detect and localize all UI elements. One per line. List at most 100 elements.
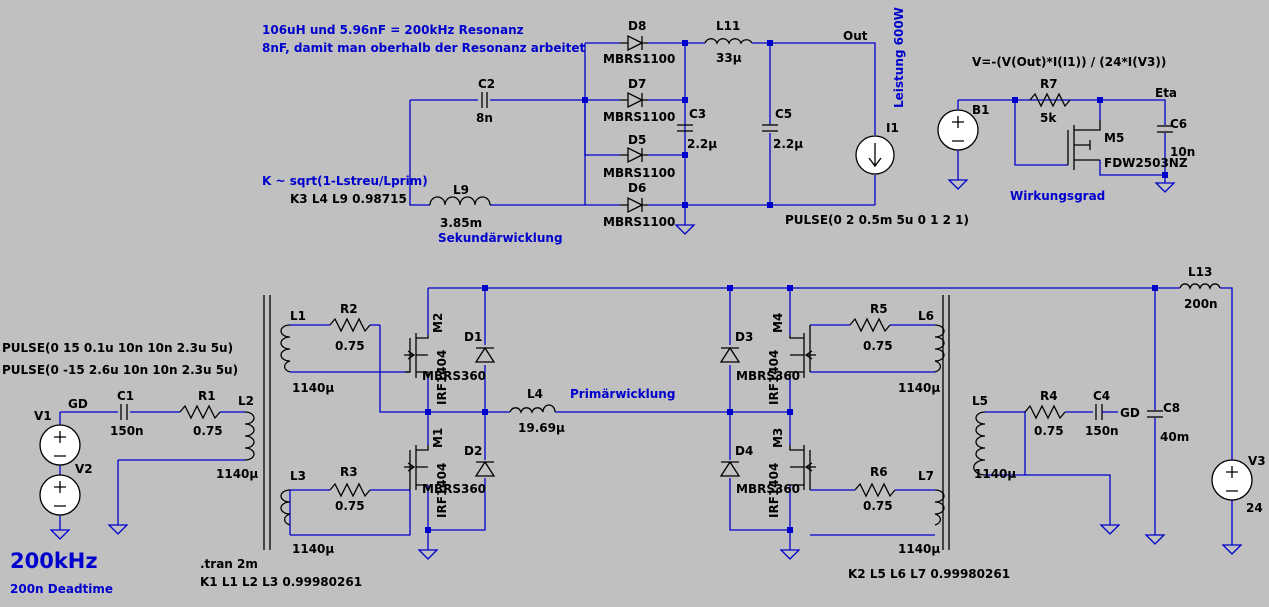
c5-value: 2.2µ: [773, 137, 803, 151]
b1-name: B1: [972, 103, 990, 117]
capacitor-c4-symbol[interactable]: [1095, 404, 1103, 420]
l2-name: L2: [238, 394, 254, 408]
diode-d7-symbol[interactable]: [620, 91, 648, 109]
behavioral-source-b1-symbol[interactable]: [937, 100, 979, 155]
resistor-r5-symbol[interactable]: [849, 317, 891, 333]
v3-value: 24: [1246, 501, 1263, 515]
r6-name: R6: [870, 465, 888, 479]
diode-d8-symbol[interactable]: [620, 34, 648, 52]
m3-value: IRF1404: [767, 463, 781, 518]
capacitor-c1-symbol[interactable]: [120, 404, 128, 420]
c4-name: C4: [1093, 389, 1110, 403]
d4-value: MBRS360: [736, 482, 800, 496]
c2-name: C2: [478, 77, 495, 91]
diode-d4-symbol[interactable]: [719, 460, 741, 477]
mosfet-m3-symbol[interactable]: [789, 445, 816, 490]
ground-symbols: [49, 175, 1243, 560]
l7-name: L7: [918, 469, 934, 483]
efficiency-label: Wirkungsgrad: [1010, 189, 1105, 203]
mosfet-m1-symbol[interactable]: [404, 445, 429, 490]
frequency-label: 200kHz: [10, 549, 98, 573]
diode-d2-symbol[interactable]: [474, 460, 496, 477]
diode-d6-symbol[interactable]: [620, 196, 648, 214]
inductor-l13-symbol[interactable]: [1179, 283, 1221, 290]
diode-d3-symbol[interactable]: [719, 346, 741, 363]
c3-value: 2.2µ: [687, 137, 717, 151]
pulse1-label: PULSE(0 15 0.1u 10n 10n 2.3u 5u): [2, 341, 233, 355]
d1-value: MBRS360: [422, 369, 486, 383]
c6-value: 10n: [1170, 145, 1195, 159]
diode-d5-symbol[interactable]: [620, 146, 648, 164]
r1-value: 0.75: [193, 424, 223, 438]
l13-value: 200n: [1184, 297, 1218, 311]
resistor-r2-symbol[interactable]: [329, 317, 371, 333]
diode-d1-symbol[interactable]: [474, 346, 496, 363]
k3-directive: K3 L4 L9 0.98715: [290, 192, 407, 206]
r3-value: 0.75: [335, 499, 365, 513]
resistor-r4-symbol[interactable]: [1024, 404, 1066, 420]
c8-name: C8: [1163, 401, 1180, 415]
resistor-r7-symbol[interactable]: [1029, 92, 1071, 108]
resonance-note: 106uH und 5.96nF = 200kHz Resonanz: [262, 23, 524, 37]
resistor-r1-symbol[interactable]: [179, 404, 221, 420]
mosfet-m2-symbol[interactable]: [404, 333, 429, 378]
l1-value: 1140µ: [292, 381, 334, 395]
voltage-source-v1-symbol[interactable]: [39, 424, 81, 466]
voltage-source-v2-symbol[interactable]: [39, 474, 81, 516]
capacitor-c3-symbol[interactable]: [677, 124, 693, 132]
voltage-source-v3-symbol[interactable]: [1211, 459, 1253, 501]
r3-name: R3: [340, 465, 358, 479]
c2-value: 8n: [476, 111, 493, 125]
d5-name: D5: [628, 133, 646, 147]
inductor-l7-symbol[interactable]: [934, 489, 945, 526]
net-labels: Out GD GD Eta: [68, 29, 1177, 420]
mosfet-m5-symbol[interactable]: [1067, 120, 1101, 170]
m2-value: IRF1404: [435, 350, 449, 405]
i1-name: I1: [886, 121, 899, 135]
inductor-l4-symbol[interactable]: [509, 404, 556, 414]
l4-value: 19.69µ: [518, 421, 565, 435]
v1-name: V1: [34, 409, 52, 423]
r4-name: R4: [1040, 389, 1058, 403]
inductor-l1-symbol[interactable]: [280, 324, 291, 373]
resistor-r6-symbol[interactable]: [854, 482, 896, 498]
k1-directive: K1 L1 L2 L3 0.99980261: [200, 575, 362, 589]
coupling-formula-note: K ~ sqrt(1-Lstreu/Lprim): [262, 174, 428, 188]
l9-value: 3.85m: [440, 216, 482, 230]
resistor-r3-symbol[interactable]: [329, 482, 371, 498]
l4-name: L4: [527, 387, 543, 401]
v2-name: V2: [75, 462, 93, 476]
r7-value: 5k: [1040, 111, 1057, 125]
inductor-l6-symbol[interactable]: [934, 324, 945, 373]
pulse-load-label: PULSE(0 2 0.5m 5u 0 1 2 1): [785, 213, 969, 227]
d3-name: D3: [735, 330, 753, 344]
junctions: [425, 40, 1168, 533]
d8-name: D8: [628, 19, 646, 33]
efficiency-formula: V=-(V(Out)*I(I1)) / (24*I(V3)): [972, 55, 1166, 69]
inductor-l9-symbol[interactable]: [429, 196, 491, 206]
l3-value: 1140µ: [292, 542, 334, 556]
current-source-i1-symbol[interactable]: [855, 135, 895, 175]
l2-value: 1140µ: [216, 467, 258, 481]
capacitor-c2-symbol[interactable]: [481, 92, 488, 108]
inductor-l2-symbol[interactable]: [244, 411, 255, 461]
transformer-core-lines: [263, 295, 950, 550]
c4-value: 150n: [1085, 424, 1119, 438]
r2-value: 0.75: [335, 339, 365, 353]
d2-name: D2: [464, 444, 482, 458]
l5-name: L5: [972, 394, 988, 408]
mosfet-m4-symbol[interactable]: [789, 325, 816, 378]
r4-value: 0.75: [1034, 424, 1064, 438]
v3-name: V3: [1248, 454, 1266, 468]
r7-name: R7: [1040, 77, 1058, 91]
m5-name: M5: [1104, 131, 1124, 145]
capacitor-c8-symbol[interactable]: [1147, 410, 1163, 418]
inductor-l3-symbol[interactable]: [280, 489, 291, 526]
pulse2-label: PULSE(0 -15 2.6u 10n 10n 2.3u 5u): [2, 363, 238, 377]
d4-name: D4: [735, 444, 753, 458]
inductor-l5-symbol[interactable]: [973, 411, 986, 476]
capacitor-c5-symbol[interactable]: [762, 124, 778, 132]
capacitor-c6-symbol[interactable]: [1157, 125, 1173, 133]
inductor-l11-symbol[interactable]: [704, 38, 753, 45]
